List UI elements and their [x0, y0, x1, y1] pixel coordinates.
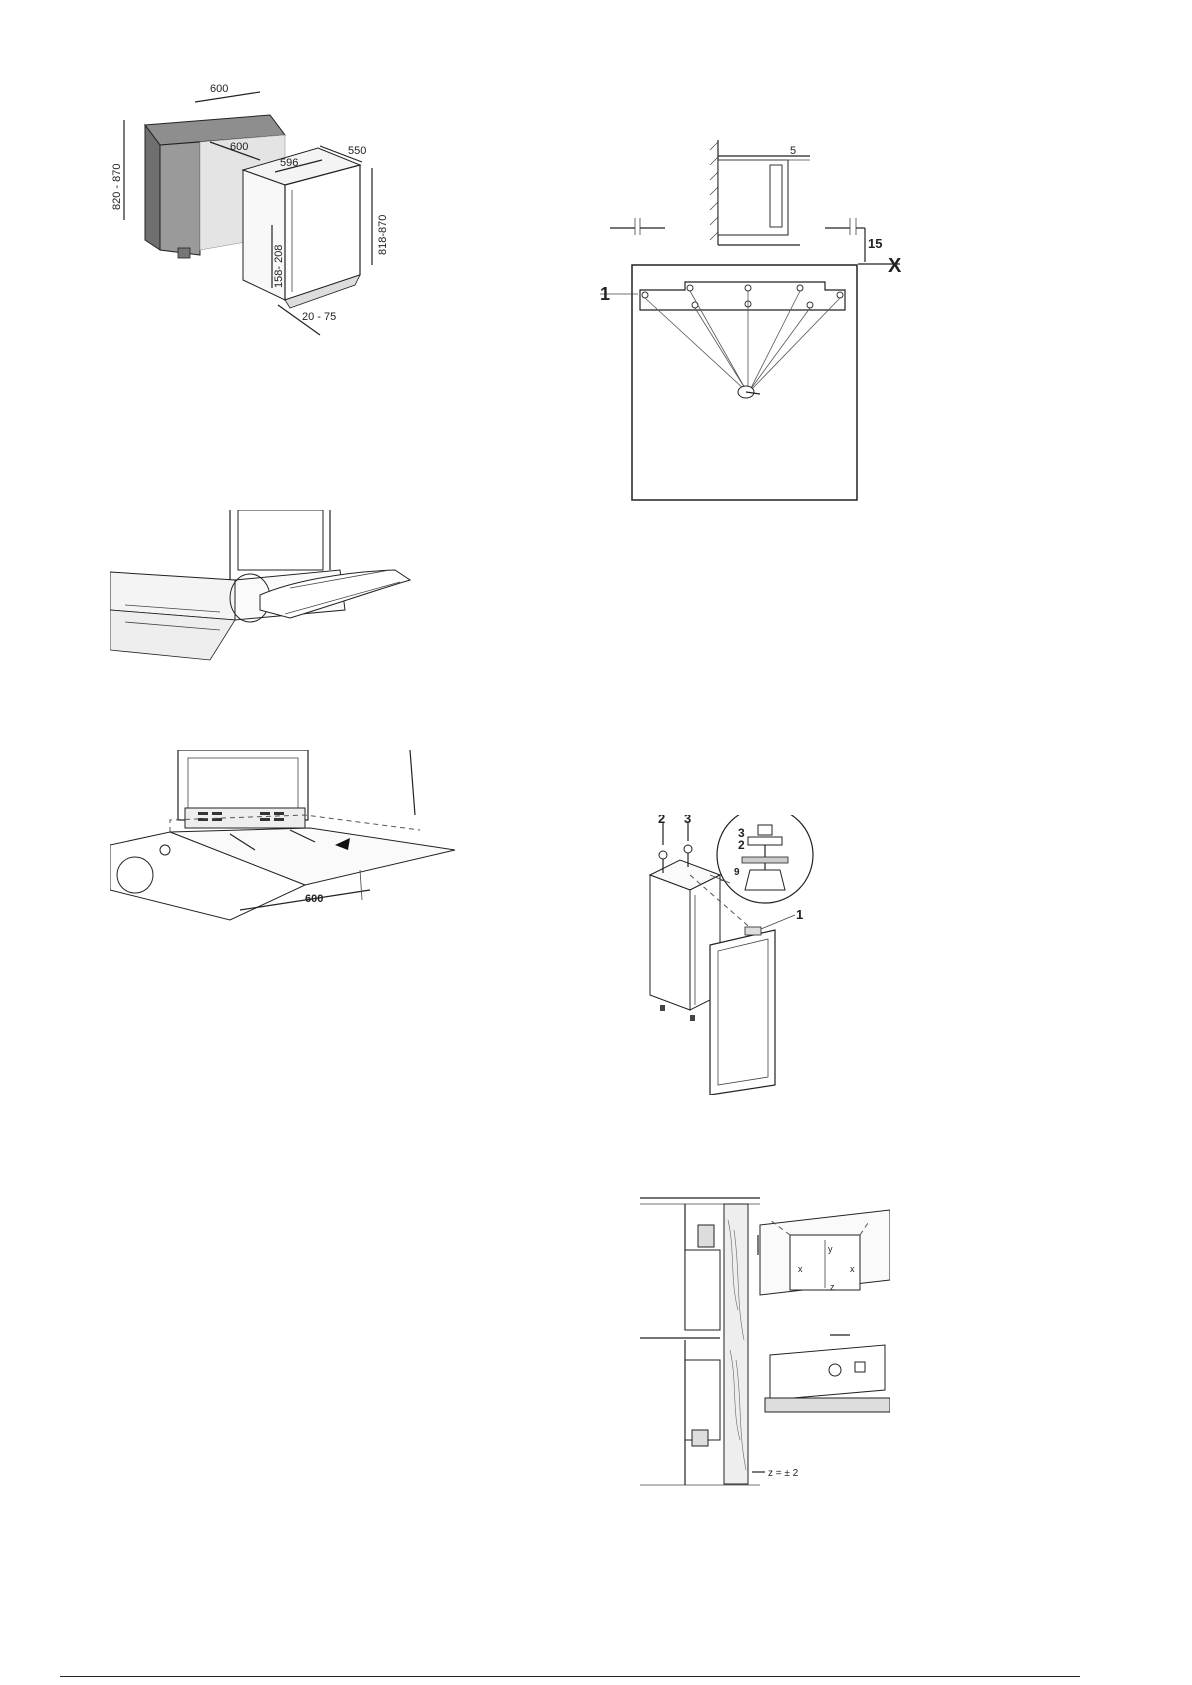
dim-label: 5 [790, 145, 796, 157]
axis-label-y: y [828, 1244, 833, 1254]
dim-label: 596 [280, 157, 298, 169]
adjust-note: z = ± 2 [768, 1468, 799, 1479]
dim-label: 600 [210, 83, 228, 95]
figure-door-adjust: y x x z z = ± 2 [640, 1190, 890, 1490]
figure-niche-dimensions: 600 600 596 550 820 - 870 818-870 158- 2… [110, 80, 410, 350]
dim-label: 600 [305, 893, 323, 905]
dim-label: 158- 208 [273, 245, 285, 288]
callout-1: 1 [796, 907, 803, 922]
callout-2: 2 [738, 838, 745, 852]
figure-plinth-adjust [110, 510, 420, 670]
dim-label: 20 - 75 [302, 311, 336, 323]
dim-label: 818-870 [377, 215, 389, 255]
plinth-install-drawing: 600 [110, 750, 460, 950]
figure-door-fitting: 2 3 1 3 2 9 [630, 815, 880, 1095]
dim-label: 820 - 870 [111, 164, 123, 210]
x-reference-label: X [888, 255, 902, 277]
axis-label-x: x [798, 1264, 803, 1274]
figure-door-template: 5 15 X 1 [600, 140, 1000, 550]
dim-label: 550 [348, 145, 366, 157]
niche-dimensions-drawing: 600 600 596 550 820 - 870 818-870 158- 2… [110, 80, 410, 350]
door-template-drawing: 5 15 X 1 [600, 140, 1000, 550]
axis-label-z: z [830, 1282, 835, 1292]
plinth-adjust-drawing [110, 510, 420, 670]
callout-3: 3 [684, 815, 691, 826]
callout-2: 2 [658, 815, 665, 826]
dim-label-9: 9 [734, 867, 740, 878]
page-bottom-rule [60, 1676, 1080, 1677]
door-adjust-drawing: y x x z z = ± 2 [640, 1190, 890, 1490]
axis-label-x: x [850, 1264, 855, 1274]
dim-label: 600 [230, 141, 248, 153]
dim-label: 15 [868, 236, 882, 251]
figure-plinth-install: 600 [110, 750, 460, 950]
door-fitting-drawing: 2 3 1 3 2 9 [630, 815, 880, 1095]
callout-1: 1 [600, 284, 610, 304]
